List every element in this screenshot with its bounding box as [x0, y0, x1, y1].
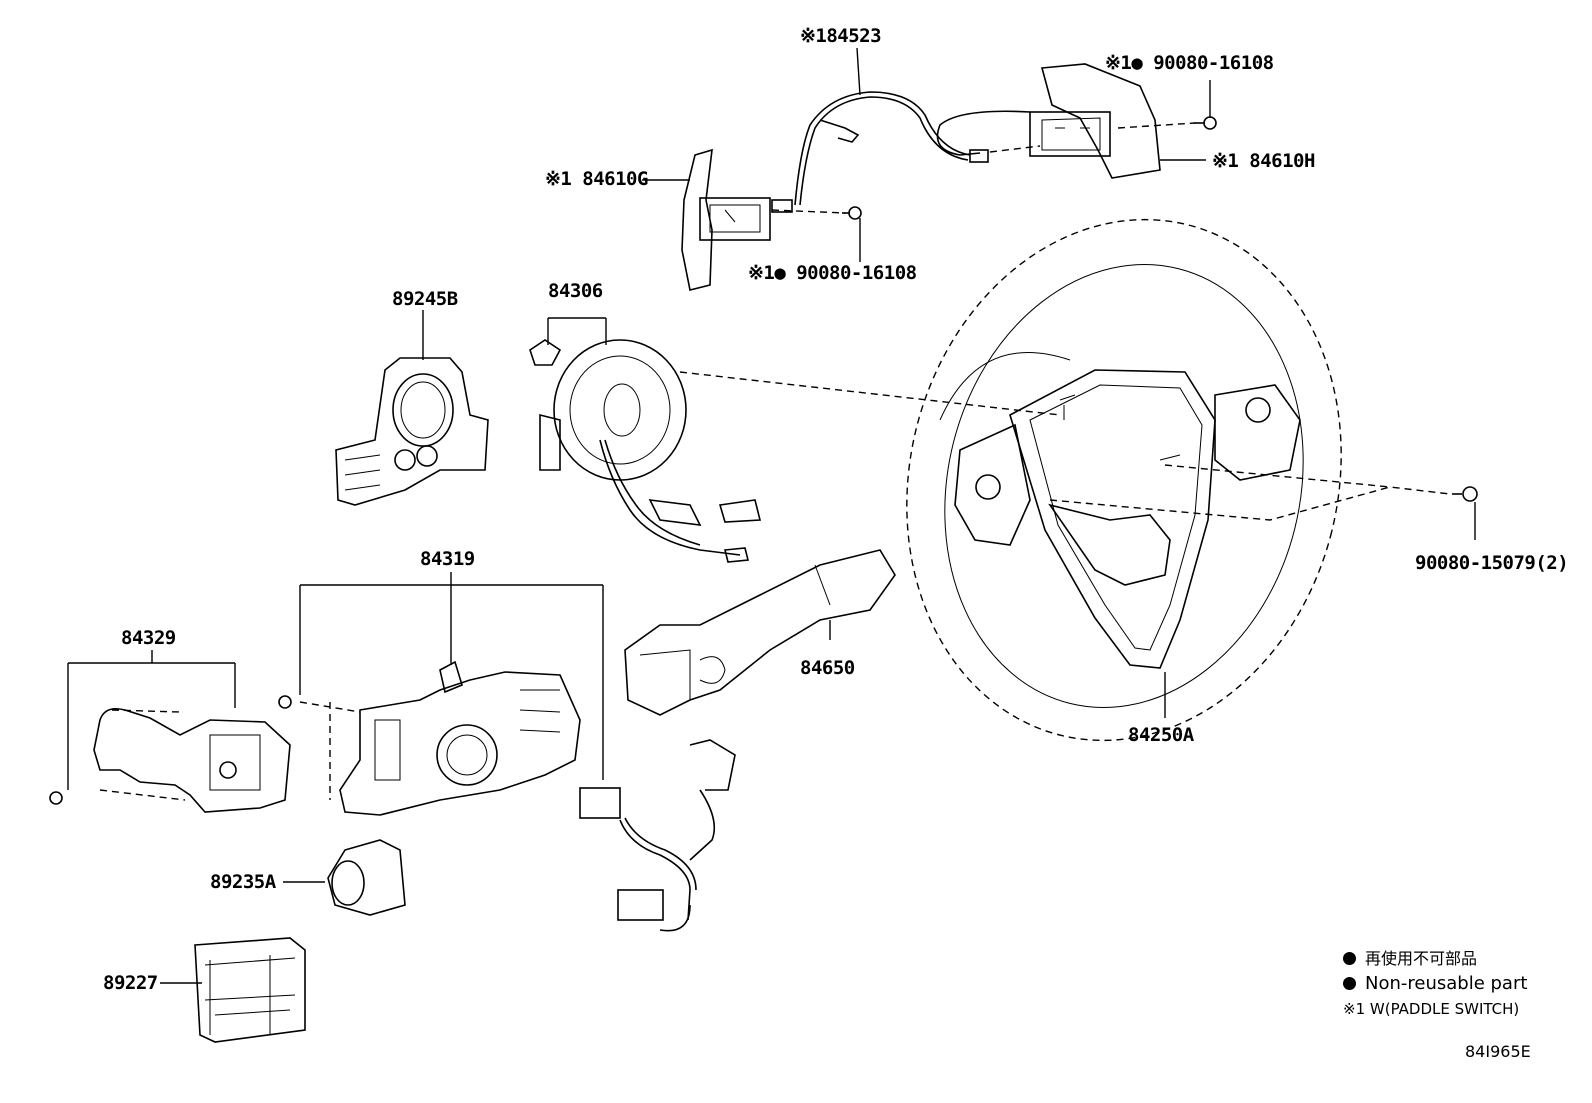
spiral-cable-drawing	[529, 339, 762, 563]
label-84523: ※184523	[800, 25, 882, 47]
wire-harness-drawing	[771, 91, 989, 213]
label-84306: 84306	[548, 280, 603, 302]
combination-switch-base-drawing	[278, 660, 581, 816]
wiper-switch-drawing	[624, 549, 896, 716]
legend-note: ※1 W(PADDLE SWITCH)	[1343, 1000, 1520, 1018]
steering-wheel-drawing	[906, 218, 1342, 742]
part-89235a-drawing	[327, 839, 406, 916]
clip-screw-top-drawing	[1194, 116, 1217, 130]
legend-en: Non-reusable part	[1343, 973, 1527, 995]
steering-sensor-drawing	[335, 357, 489, 506]
switch-harness-drawing	[579, 739, 736, 932]
turn-signal-switch-drawing	[49, 707, 291, 813]
label-90080-15079: 90080-15079(2)	[1415, 552, 1569, 574]
label-89245b: 89245B	[392, 288, 458, 310]
label-84610g: ※1 84610G	[545, 168, 648, 190]
label-84250a: 84250A	[1128, 724, 1194, 746]
bolt-90080-15079-drawing	[1452, 486, 1478, 502]
label-clip-mid: ※1● 90080-16108	[748, 262, 917, 284]
label-84319: 84319	[420, 548, 475, 570]
label-89227: 89227	[103, 972, 158, 994]
leader-lines	[67, 47, 1476, 984]
bullet-icon	[1343, 952, 1356, 965]
legend-jp-label: 再使用不可部品	[1365, 949, 1478, 968]
legend-jp: 再使用不可部品	[1343, 948, 1477, 970]
label-clip-top: ※1● 90080-16108	[1105, 52, 1274, 74]
label-89235a: 89235A	[210, 871, 276, 893]
legend-en-label: Non-reusable part	[1365, 973, 1528, 994]
paddle-switch-left-drawing	[681, 148, 846, 291]
label-84650: 84650	[800, 657, 855, 679]
part-89227-drawing	[194, 937, 306, 1043]
bullet-icon	[1343, 977, 1356, 990]
label-84329: 84329	[121, 627, 176, 649]
figure-code: 84I965E	[1465, 1042, 1531, 1061]
clip-screw-mid-drawing	[842, 206, 862, 220]
label-84610h: ※1 84610H	[1212, 150, 1315, 172]
paddle-switch-right-drawing	[936, 63, 1196, 179]
